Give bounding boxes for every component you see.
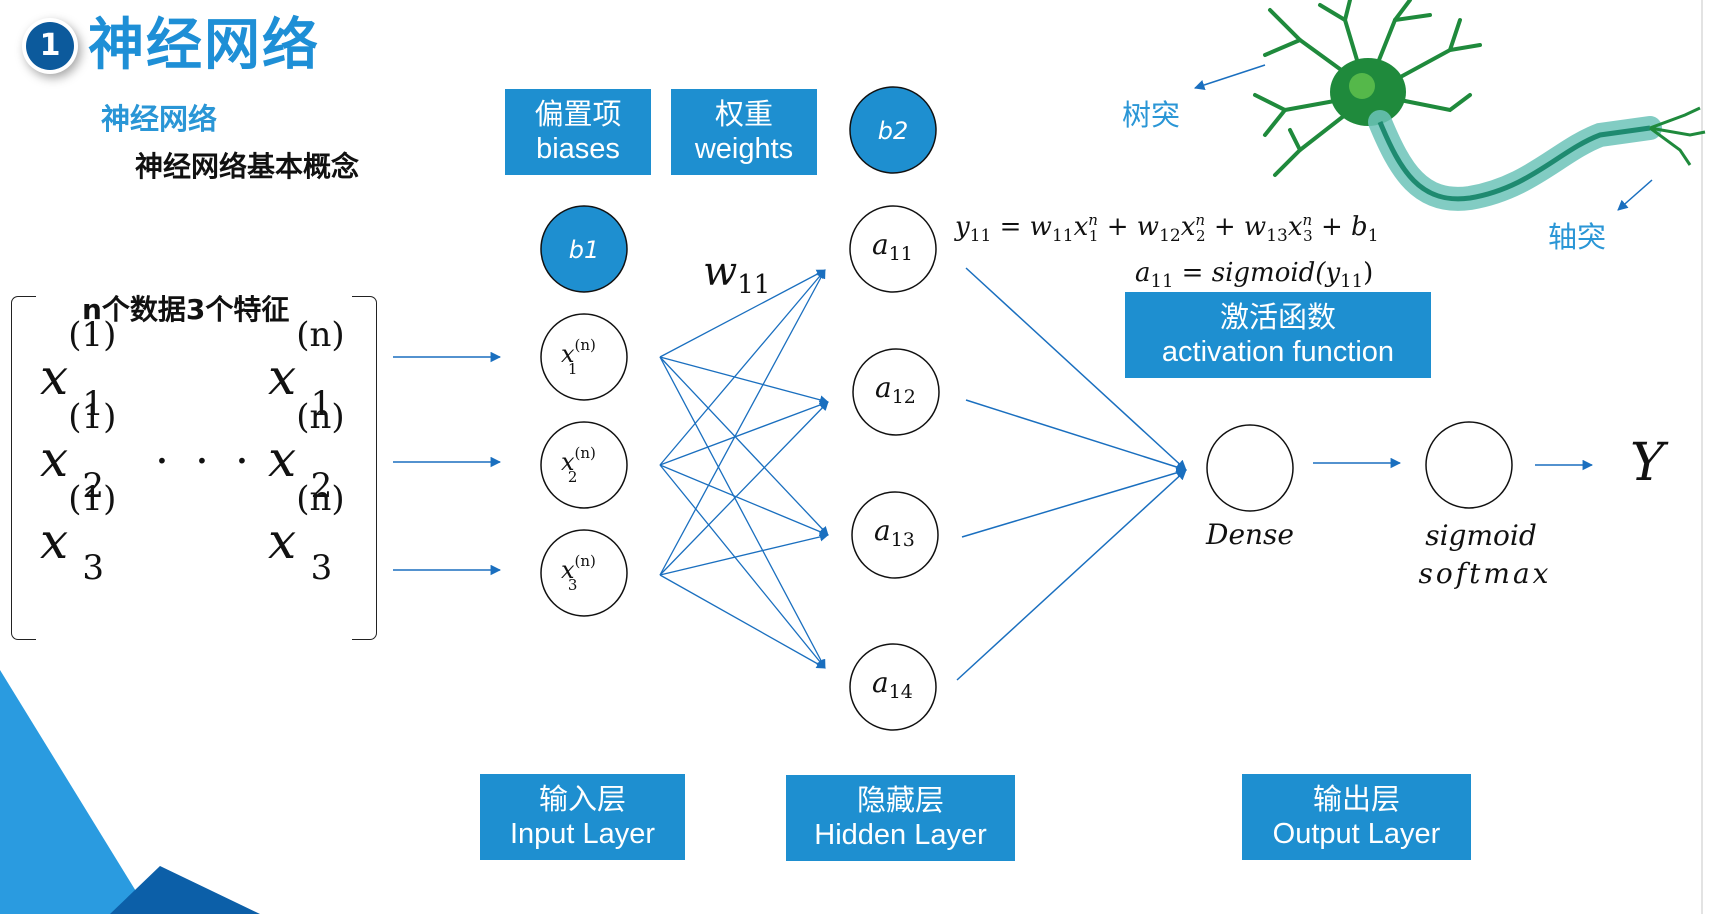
- bias-node-b1: b1: [540, 205, 628, 293]
- page-title: 神经网络: [88, 13, 320, 78]
- svg-text:x(n)1: x(n)1: [561, 336, 596, 378]
- matrix-bracket-left: [11, 296, 36, 640]
- input-layer-label-cn: 输入层: [538, 784, 626, 816]
- section-number-badge: 1: [26, 22, 74, 70]
- weights-label-box: 权重 weights: [671, 89, 817, 175]
- matrix-cell-x2-n: x(n)2: [268, 397, 345, 506]
- formula-a11: a11 = sigmoid(y11): [1135, 258, 1373, 292]
- dense-caption: Dense: [1205, 518, 1294, 551]
- svg-text:x(n)2: x(n)2: [561, 444, 596, 486]
- input-arrows: [393, 351, 502, 576]
- corner-triangle-dark: [110, 866, 260, 914]
- activation-label-en: activation function: [1161, 336, 1395, 368]
- softmax-caption: softmax: [1419, 557, 1552, 590]
- hidden-layer-label-en: Hidden Layer: [814, 819, 987, 851]
- bias-node-b2-label: b2: [878, 117, 909, 145]
- hidden-layer-label-cn: 隐藏层: [856, 785, 944, 817]
- output-layer-label-box: 输出层 Output Layer: [1242, 774, 1471, 860]
- weight-label-w11: w11: [703, 249, 770, 300]
- corner-triangle-light: [0, 670, 150, 914]
- output-layer-label-cn: 输出层: [1312, 784, 1400, 816]
- matrix-ellipsis: · · ·: [155, 436, 255, 487]
- svg-text:x(n)3: x(n)3: [561, 552, 596, 594]
- matrix-cell-x2-1: x(1)2: [40, 397, 117, 506]
- matrix-title: n个数据3个特征: [82, 293, 290, 326]
- neuron-illustration: [1194, 0, 1706, 211]
- hidden-layer-label-box: 隐藏层 Hidden Layer: [786, 775, 1015, 861]
- section-subtitle: 神经网络: [101, 102, 218, 136]
- input-node-x1: x(n)1: [540, 313, 628, 401]
- matrix-cell-x1-1: x(1)1: [40, 315, 117, 424]
- input-node-x3: x(n)3: [540, 529, 628, 617]
- biases-label-cn: 偏置项: [534, 99, 622, 131]
- hidden-node-a13: a13: [851, 491, 939, 579]
- svg-text:a14: a14: [872, 666, 913, 703]
- matrix-cell-x1-n: x(n)1: [268, 315, 345, 424]
- activation-label-cn: 激活函数: [1219, 302, 1336, 334]
- bias-node-b2: b2: [849, 86, 937, 174]
- svg-text:a13: a13: [874, 514, 915, 551]
- hidden-dense-connections: [956, 267, 1188, 681]
- matrix-cell-x3-1: x(1)3: [40, 479, 117, 588]
- svg-text:a11: a11: [872, 228, 913, 265]
- matrix-cell-x3-n: x(n)3: [268, 479, 345, 588]
- weights-label-en: weights: [694, 133, 794, 165]
- sigmoid-node: sigmoid softmax: [1419, 421, 1552, 590]
- sigmoid-caption: sigmoid: [1425, 519, 1537, 552]
- biases-label-en: biases: [536, 133, 620, 165]
- output-y-label: Y: [1630, 433, 1669, 493]
- hidden-node-a14: a14: [849, 643, 937, 731]
- dendrite-label: 树突: [1122, 98, 1181, 132]
- svg-text:a12: a12: [875, 371, 916, 408]
- input-hidden-connections: [659, 269, 829, 669]
- matrix-bracket-right: [352, 296, 377, 640]
- weights-label-cn: 权重: [714, 99, 773, 131]
- section-subsubtitle: 神经网络基本概念: [135, 150, 360, 183]
- biases-label-box: 偏置项 biases: [505, 89, 651, 175]
- output-arrows: [1313, 457, 1594, 471]
- input-node-x2: x(n)2: [540, 421, 628, 509]
- hidden-node-a12: a12: [852, 348, 940, 436]
- hidden-node-a11: a11: [849, 205, 937, 293]
- dense-node: Dense: [1205, 424, 1294, 551]
- input-layer-label-box: 输入层 Input Layer: [480, 774, 685, 860]
- bias-node-b1-label: b1: [569, 236, 600, 264]
- axon-label: 轴突: [1548, 220, 1607, 254]
- output-layer-label-en: Output Layer: [1272, 818, 1441, 850]
- input-layer-label-en: Input Layer: [509, 818, 656, 850]
- activation-function-label-box: 激活函数 activation function: [1125, 292, 1431, 378]
